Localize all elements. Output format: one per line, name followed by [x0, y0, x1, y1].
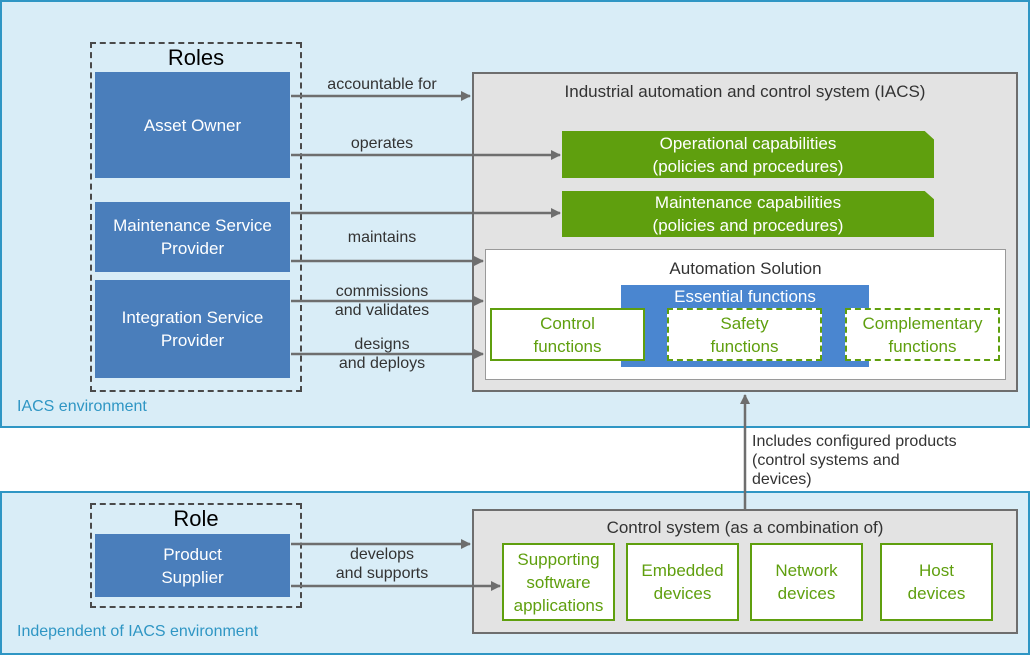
- iacs-title: Industrial automation and control system…: [564, 82, 926, 101]
- role-group: [90, 503, 302, 608]
- relation-designs-and-deploys: designs and deploys: [338, 336, 426, 372]
- iacs-environment-label: IACS environment: [17, 398, 147, 415]
- roles-group: [90, 42, 302, 392]
- complementary-functions: Complementary functions: [845, 308, 1000, 361]
- independent-environment-label: Independent of IACS environment: [17, 623, 259, 640]
- relation-develops-and-supports: develops and supports: [335, 546, 429, 582]
- role-title: Role: [173, 506, 219, 531]
- role-maintenance-service-provider: Maintenance Service Provider: [95, 202, 290, 272]
- embedded-devices: Embedded devices: [626, 543, 739, 621]
- role-integration-service-provider: Integration Service Provider: [95, 280, 290, 378]
- relation-commissions-and-validates: commissions and validates: [334, 283, 430, 319]
- essential-functions-title: Essential functions: [674, 287, 816, 306]
- control-system-title: Control system (as a combination of): [606, 518, 884, 537]
- relation-accountable-for: accountable for: [327, 76, 437, 93]
- relation-operates: operates: [350, 135, 414, 152]
- role-product-supplier: Product Supplier: [95, 534, 290, 597]
- safety-functions: Safety functions: [667, 308, 822, 361]
- host-devices: Host devices: [880, 543, 993, 621]
- maintenance-capabilities: Maintenance capabilities (policies and p…: [562, 191, 934, 237]
- operational-capabilities: Operational capabilities (policies and p…: [562, 131, 934, 178]
- control-functions: Control functions: [490, 308, 645, 361]
- relation-maintains: maintains: [347, 229, 417, 246]
- roles-title: Roles: [167, 45, 225, 70]
- role-asset-owner: Asset Owner: [95, 72, 290, 178]
- network-devices: Network devices: [750, 543, 863, 621]
- automation-solution-title: Automation Solution: [669, 259, 822, 278]
- supporting-software-applications: Supporting software applications: [502, 543, 615, 621]
- includes-configured-products-label: Includes configured products (control sy…: [752, 433, 957, 488]
